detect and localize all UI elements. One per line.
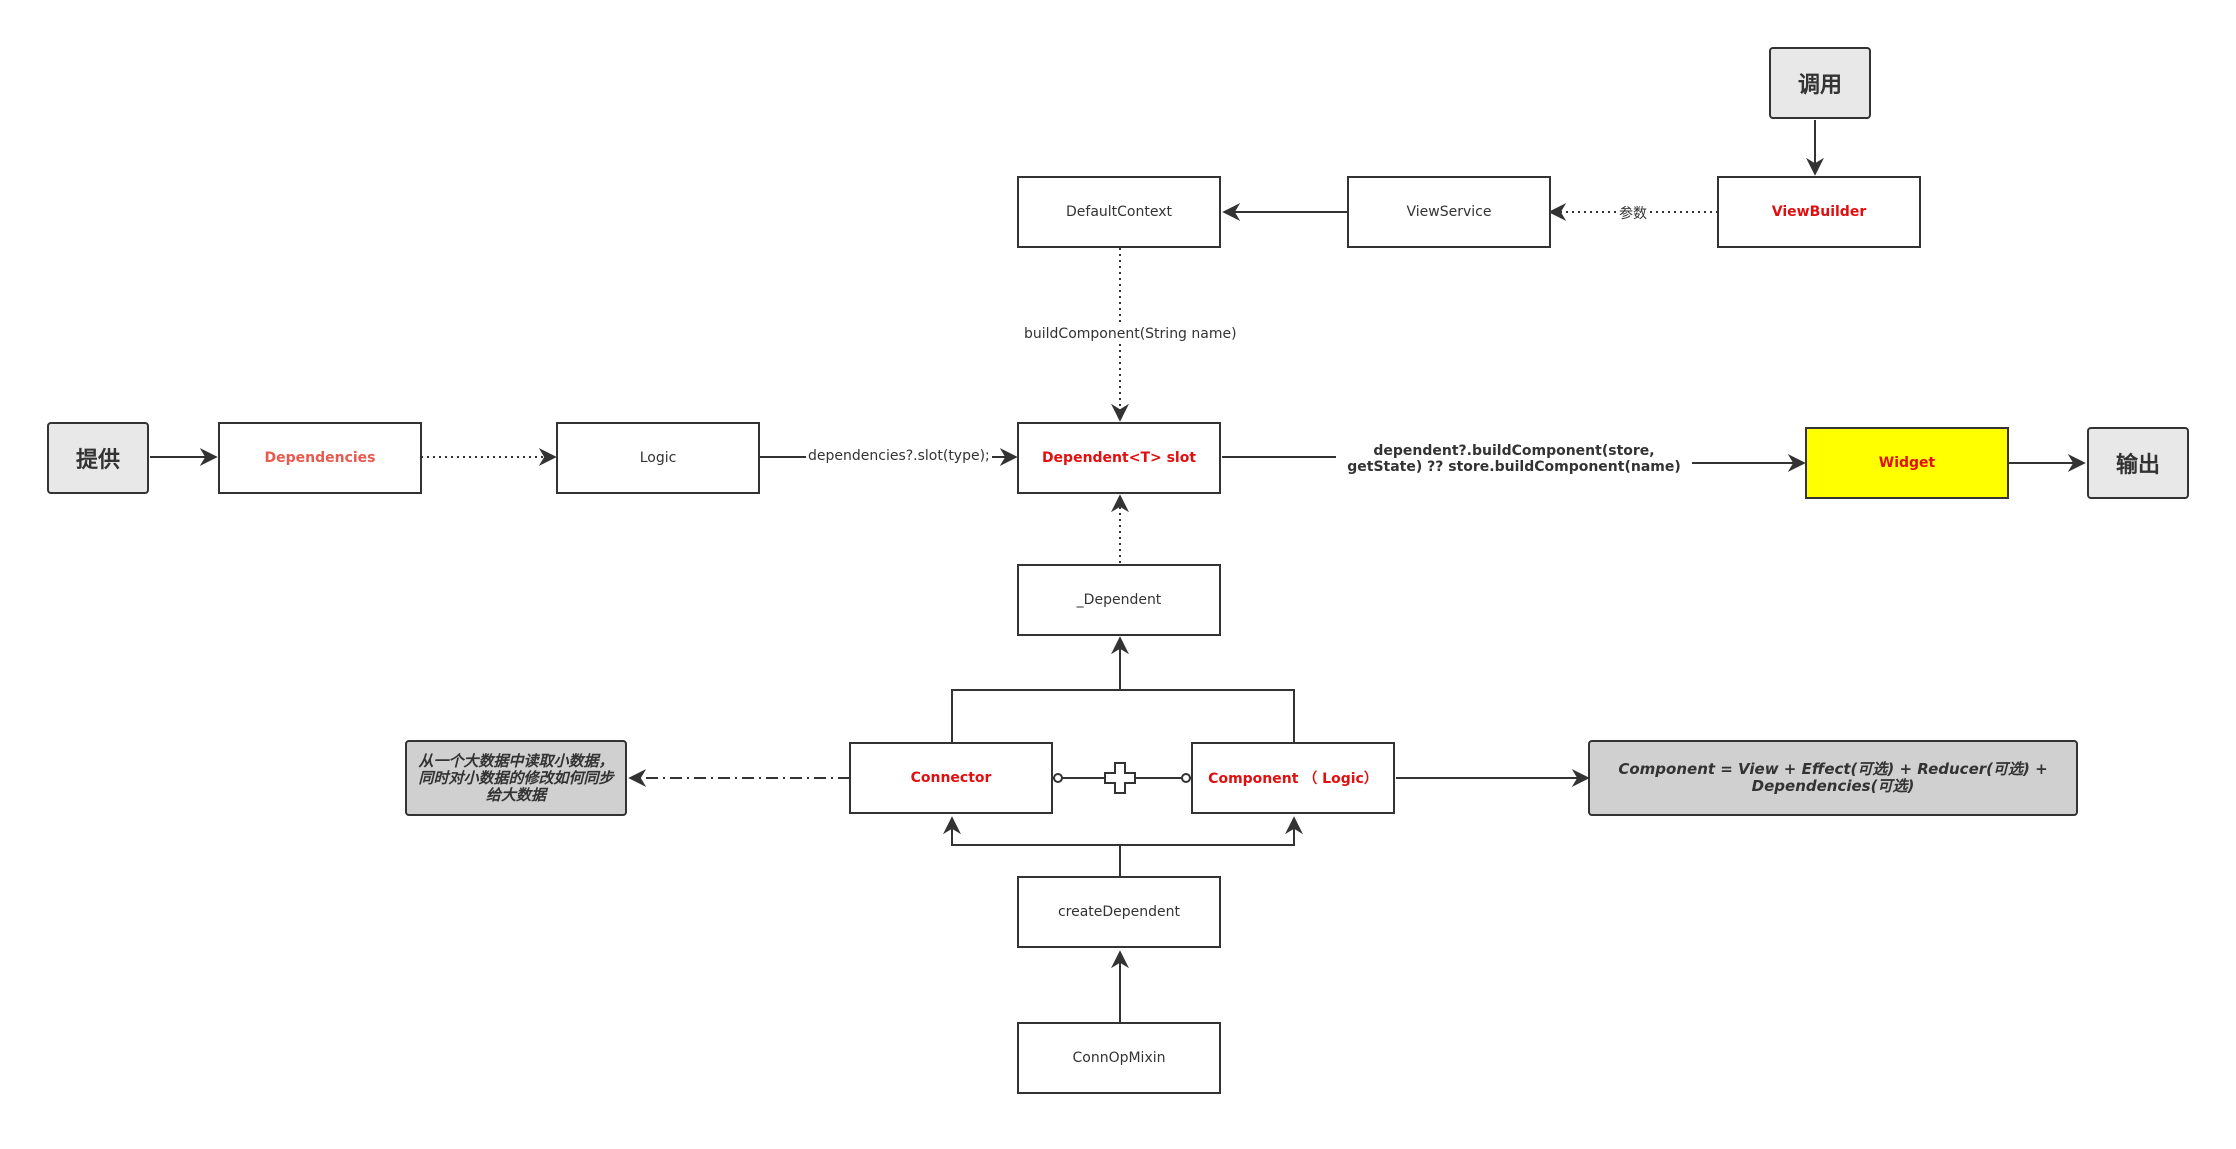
edge-connector-up <box>951 689 1295 742</box>
edge-create-to-component <box>1120 816 1303 846</box>
plus-icon <box>1104 762 1136 794</box>
private-dependent-box: _Dependent <box>1017 564 1221 636</box>
output-node: 输出 <box>2087 427 2189 499</box>
component-port-circle <box>1181 773 1191 783</box>
connector-box: Connector <box>849 742 1053 814</box>
edge-create-to-connector <box>943 816 1121 876</box>
logic-box: Logic <box>556 422 760 494</box>
conn-op-mixin-box: ConnOpMixin <box>1017 1022 1221 1094</box>
create-dependent-box: createDependent <box>1017 876 1221 948</box>
component-note: Component = View + Effect(可选) + Reducer(… <box>1588 740 2078 816</box>
dependencies-slot-label: dependencies?.slot(type); <box>806 448 992 464</box>
dependencies-box: Dependencies <box>218 422 422 494</box>
dependent-slot-box: Dependent<T> slot <box>1017 422 1221 494</box>
params-label: 参数 <box>1617 203 1649 223</box>
connector-port-circle <box>1053 773 1063 783</box>
component-logic-box: Component （ Logic） <box>1191 742 1395 814</box>
widget-box: Widget <box>1805 427 2009 499</box>
build-output-label: dependent?.buildComponent(store, getStat… <box>1336 443 1692 475</box>
build-component-label: buildComponent(String name) <box>1022 326 1239 342</box>
call-node: 调用 <box>1769 47 1871 119</box>
provide-node: 提供 <box>47 422 149 494</box>
connector-note: 从一个大数据中读取小数据，同时对小数据的修改如何同步给大数据 <box>405 740 627 816</box>
view-service-box: ViewService <box>1347 176 1551 248</box>
default-context-box: DefaultContext <box>1017 176 1221 248</box>
view-builder-box: ViewBuilder <box>1717 176 1921 248</box>
